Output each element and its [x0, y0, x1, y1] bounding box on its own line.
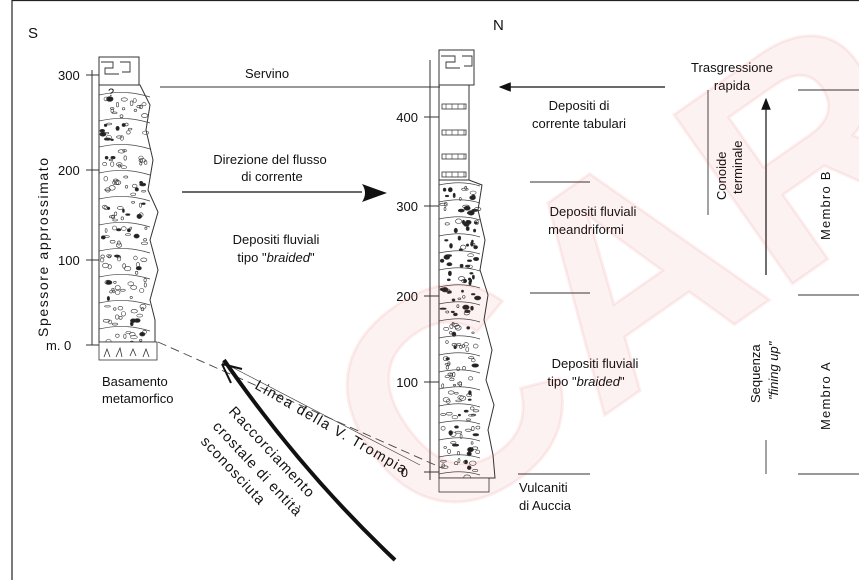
- dashed-correlation: [157, 341, 443, 469]
- meander-label-1: Depositi fluviali: [550, 204, 637, 219]
- sequenza-label-2: "fining up": [766, 340, 781, 400]
- left-tick-200: 200: [58, 163, 80, 178]
- basement-label-2: metamorfico: [102, 391, 174, 406]
- trompia-fault-line: [222, 358, 397, 562]
- left-tick-300: 300: [58, 68, 80, 83]
- tabular-label-1: Depositi di: [549, 98, 610, 113]
- south-label: S: [28, 25, 38, 42]
- transgression-label-1: Trasgressione: [691, 60, 773, 75]
- right-tick-200: 200: [396, 289, 418, 304]
- right-braided-label-1: Depositi fluviali: [552, 356, 639, 371]
- right-tick-100: 100: [396, 375, 418, 390]
- left-braided-label-1: Depositi fluviali: [233, 232, 320, 247]
- left-basement-block: [98, 341, 158, 361]
- vulcaniti-label-2: di Auccia: [519, 498, 572, 513]
- north-label: N: [493, 17, 504, 34]
- membro-b-label: Membro B: [818, 170, 833, 240]
- right-tick-300: 300: [396, 199, 418, 214]
- vulcaniti-label-1: Vulcaniti: [519, 480, 568, 495]
- basement-label-1: Basamento: [102, 374, 168, 389]
- right-volcanic-block: [438, 477, 490, 493]
- servino-label: Servino: [245, 66, 289, 81]
- left-column: [86, 56, 159, 361]
- left-braided-label-2: tipo "braided": [237, 250, 315, 265]
- tabular-beds: [441, 103, 467, 178]
- sequenza-label-1: Sequenza: [748, 344, 763, 403]
- tabular-label-2: corrente tabulari: [532, 116, 626, 131]
- flow-direction-arrowhead: [362, 184, 387, 202]
- flow-label-1: Direzione del flusso: [213, 152, 326, 167]
- left-axis-label: Spessore approssimato: [35, 156, 51, 337]
- left-tick-0: m. 0: [46, 338, 71, 353]
- question-mark: ?: [108, 87, 114, 99]
- membro-a-label: Membro A: [818, 361, 833, 430]
- left-gravel-fill: [98, 92, 151, 352]
- unit-separators: [518, 89, 859, 475]
- right-column: [424, 49, 496, 493]
- meander-label-2: meandriformi: [548, 222, 624, 237]
- right-tick-400: 400: [396, 110, 418, 125]
- frame-border: [11, 0, 859, 580]
- transgression-label-2: rapida: [714, 78, 751, 93]
- left-tick-100: 100: [58, 253, 80, 268]
- right-tick-0: 0: [401, 465, 408, 480]
- right-braided-label-2: tipo "braided": [547, 374, 625, 389]
- flow-label-2: di corrente: [241, 169, 302, 184]
- conoide-label-2: terminale: [730, 141, 745, 194]
- right-servino-cap: [438, 49, 475, 86]
- conoide-label-1: Conoide: [714, 152, 729, 200]
